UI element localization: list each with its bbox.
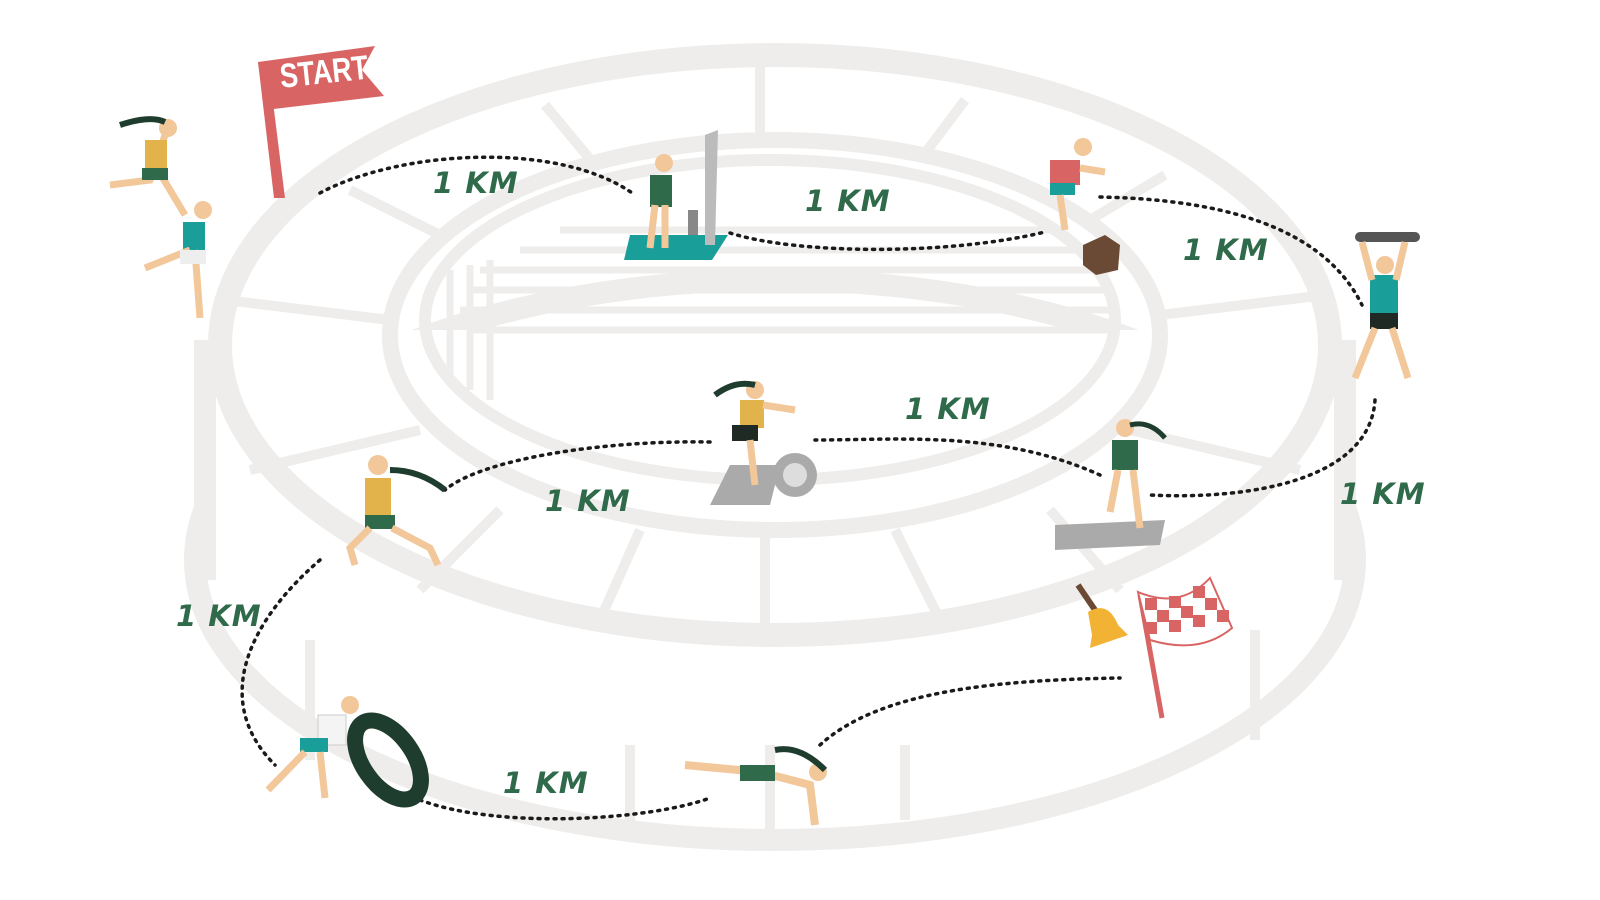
plank-icon bbox=[684, 746, 828, 826]
distance-label-7: 1 KM bbox=[176, 599, 262, 633]
overhead-plate-carry-icon bbox=[1351, 232, 1420, 380]
course-path bbox=[240, 155, 1377, 821]
bike-erg-icon bbox=[710, 380, 817, 505]
ski-erg-icon bbox=[624, 130, 728, 260]
distance-label-1: 1 KM bbox=[433, 166, 519, 200]
distance-label-3: 1 KM bbox=[1183, 233, 1269, 267]
distance-label-4: 1 KM bbox=[1340, 477, 1426, 511]
box-jump-icon bbox=[1050, 138, 1120, 275]
start-flag-icon bbox=[258, 46, 384, 198]
distance-label-6: 1 KM bbox=[545, 484, 631, 518]
finish-flag-icon bbox=[1136, 576, 1234, 719]
bell-icon bbox=[1075, 583, 1128, 648]
distance-label-2: 1 KM bbox=[805, 184, 891, 218]
tire-flip-icon bbox=[265, 696, 429, 808]
runners-icon bbox=[109, 116, 212, 319]
step-up-icon bbox=[1055, 419, 1167, 550]
distance-label-5: 1 KM bbox=[905, 392, 991, 426]
dumbbell-lunge-icon bbox=[346, 455, 447, 567]
distance-label-8: 1 KM bbox=[503, 766, 589, 800]
